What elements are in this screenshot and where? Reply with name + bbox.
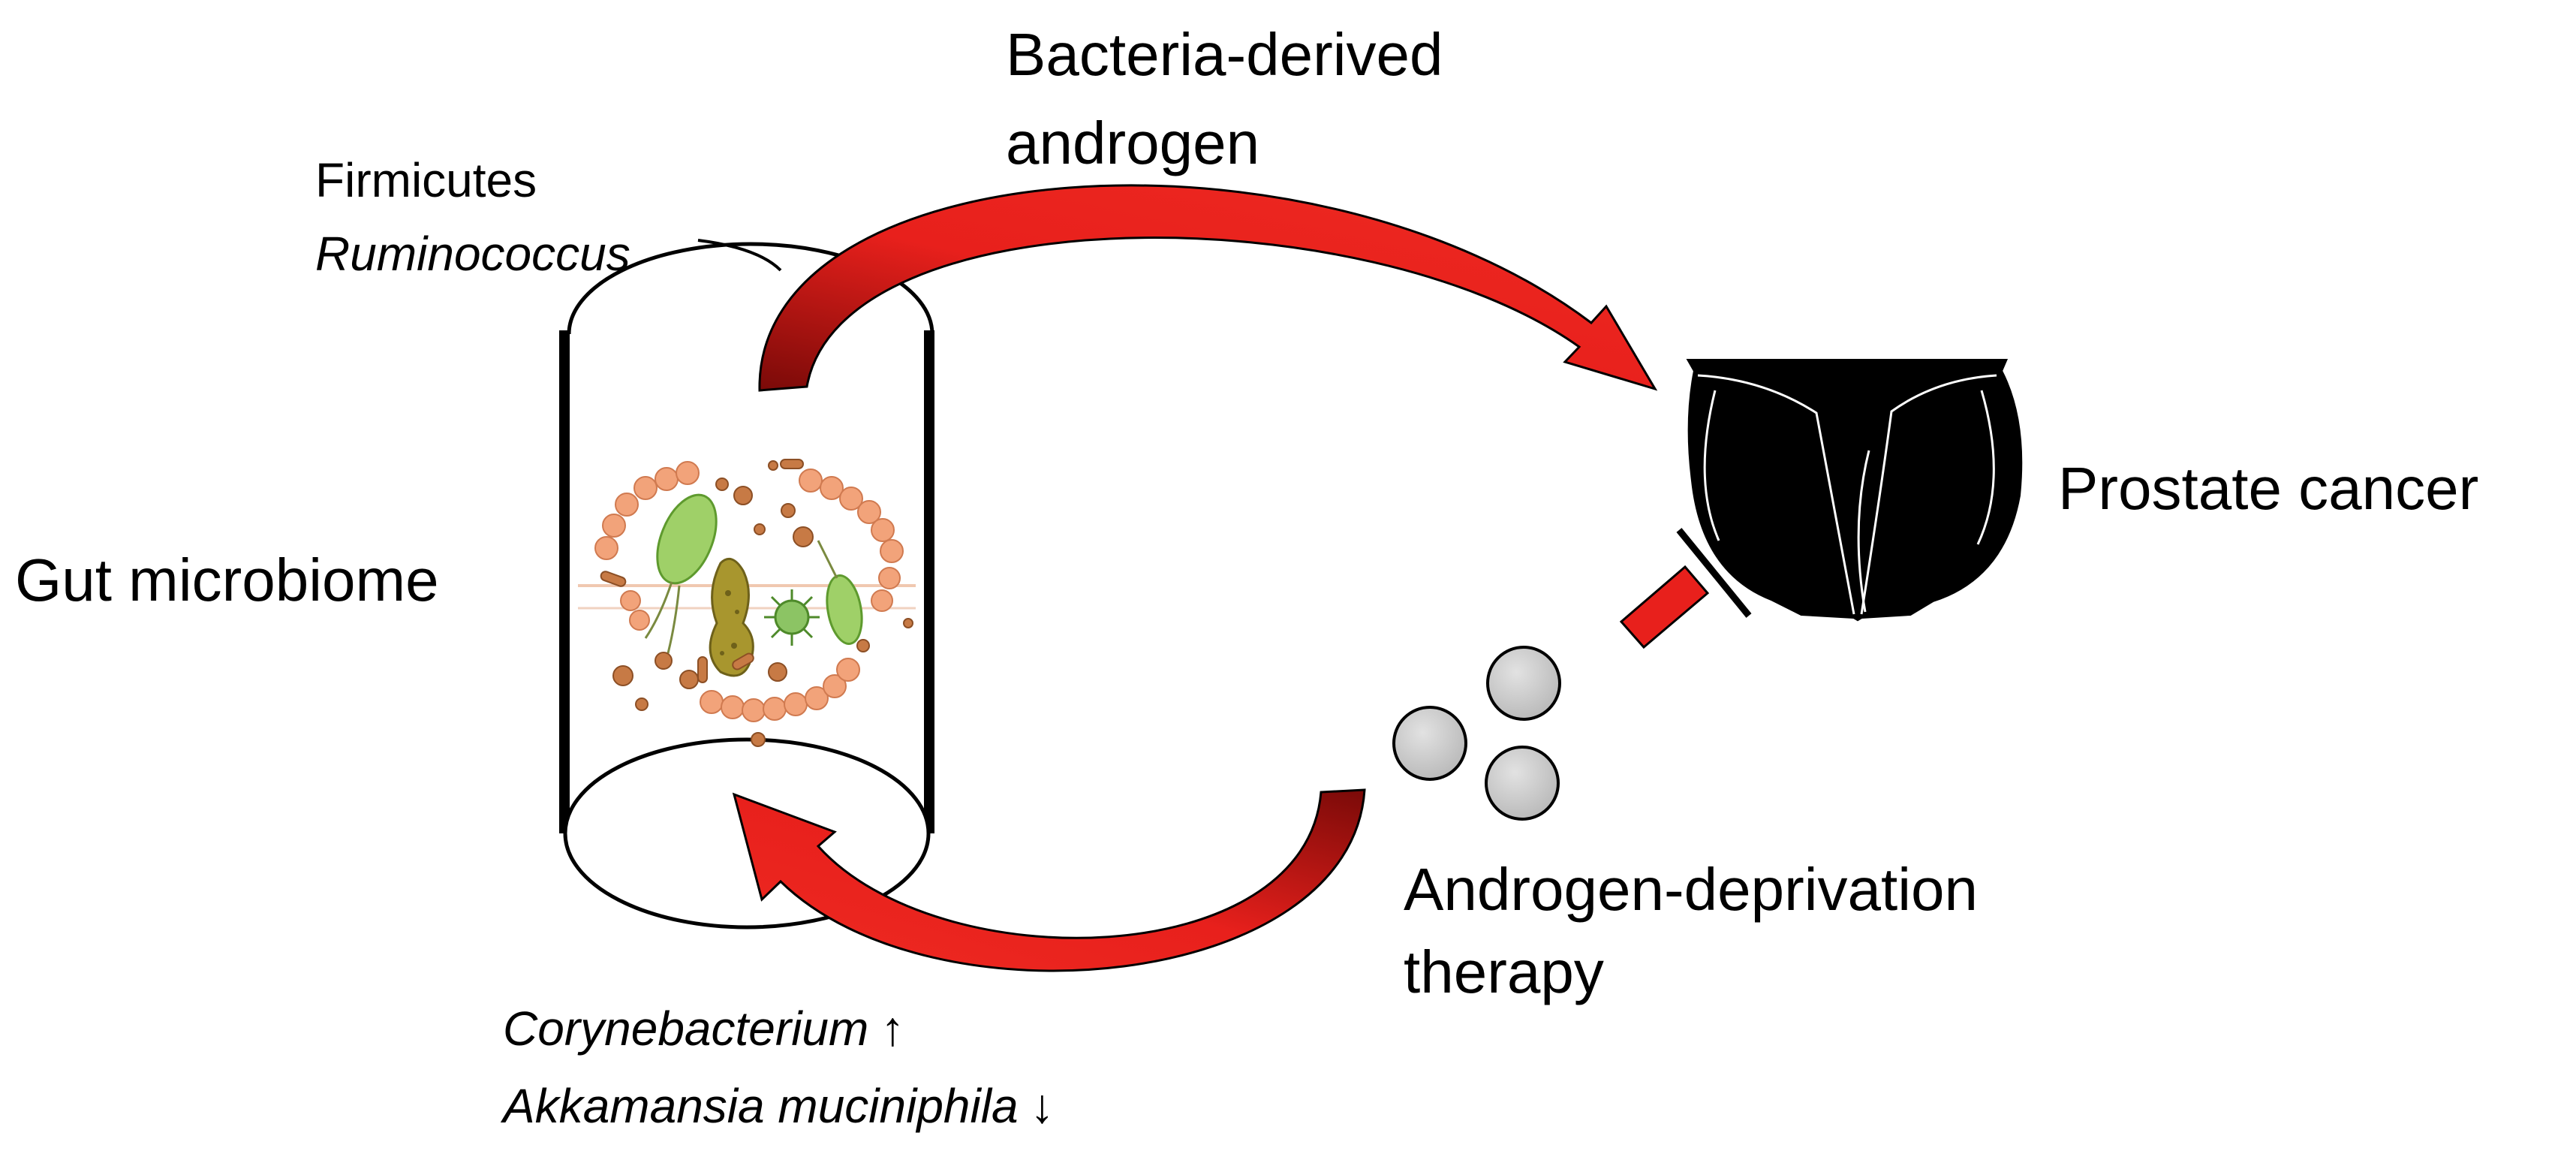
brown-cocci-icon xyxy=(600,459,913,747)
adt-feedback-arrow xyxy=(732,788,1366,972)
bacteria-cluster xyxy=(578,459,916,747)
prostate-cancer-label: Prostate cancer xyxy=(2058,455,2478,522)
androgen-label: androgen xyxy=(1006,110,1259,176)
prostate-organ-icon xyxy=(1686,359,2023,622)
corynebacterium-label: Corynebacterium↑ xyxy=(503,1002,904,1056)
akkermansia-name: Akkamansia muciniphila xyxy=(500,1079,1019,1133)
gut-microbiome-label: Gut microbiome xyxy=(15,547,439,613)
adt-label-line1: Androgen-deprivation xyxy=(1404,856,1978,923)
ruminococcus-label: Ruminococcus xyxy=(315,227,630,281)
adt-pills-icon xyxy=(1392,646,1561,821)
akkermansia-down-indicator: ↓ xyxy=(1031,1079,1055,1133)
green-bacterium-icon xyxy=(817,540,863,645)
corynebacterium-up-indicator: ↑ xyxy=(880,1002,904,1056)
inhibition-bar xyxy=(1619,528,1752,649)
bacteria-derived-label: Bacteria-derived xyxy=(1006,21,1443,88)
akkermansia-label: Akkamansia muciniphila↓ xyxy=(500,1079,1055,1133)
firmicutes-label: Firmicutes xyxy=(315,153,537,207)
corynebacterium-name: Corynebacterium xyxy=(503,1002,868,1056)
adt-label-line2: therapy xyxy=(1404,939,1604,1005)
streptococcus-chain-icon xyxy=(594,461,904,722)
cylinder-top-hint xyxy=(697,239,782,272)
virus-icon xyxy=(764,589,820,646)
green-bacillus-icon xyxy=(644,493,718,654)
bacteria-androgen-arrow xyxy=(758,184,1658,392)
cylinder-top-rim xyxy=(567,242,934,335)
